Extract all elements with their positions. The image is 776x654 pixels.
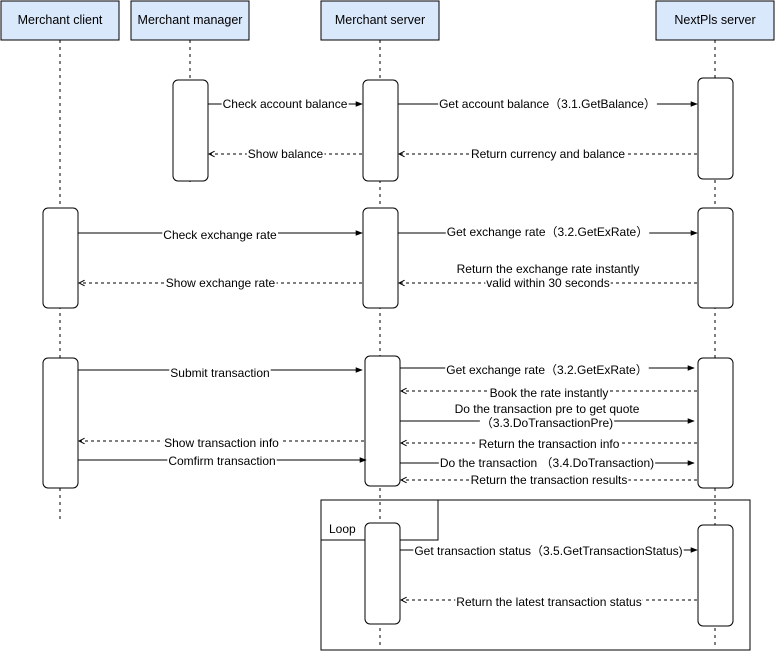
- activation-bar: [364, 355, 401, 487]
- message-sync[interactable]: Get exchange rate（3.2.GetExRate）: [400, 363, 695, 377]
- message-label-bg: [445, 363, 649, 377]
- message-label: Check exchange rate: [163, 228, 277, 242]
- message-label-bg: [477, 437, 621, 451]
- message-label: Do the transaction （3.4.DoTransaction): [440, 456, 654, 470]
- message-return[interactable]: Return the transaction info: [401, 437, 697, 451]
- actors: Merchant client Merchant manager Merchan…: [0, 0, 775, 41]
- message-return[interactable]: Return the exchange rate instantlyvalid …: [399, 262, 697, 290]
- message-label: Get exchange rate（3.2.GetExRate）: [447, 225, 648, 239]
- actor-label-merchant-client: Merchant client: [18, 13, 103, 27]
- message-return[interactable]: Show exchange rate: [79, 276, 362, 290]
- message-label: （3.3.DoTransactionPre): [481, 416, 613, 430]
- message-label-bg: [469, 473, 629, 487]
- message-label: Do the transaction pre to get quote: [455, 402, 640, 416]
- activation-bar: [362, 207, 399, 309]
- message-return[interactable]: Return currency and balance: [399, 147, 697, 161]
- activations: [42, 77, 734, 627]
- activation-bar: [172, 79, 209, 182]
- actor-label-merchant-server: Merchant server: [335, 13, 425, 27]
- actor-label-merchant-manager: Merchant manager: [138, 13, 243, 27]
- message-return[interactable]: Return the transaction results: [401, 473, 697, 487]
- message-label-bg: [164, 276, 277, 290]
- message-label: Submit transaction: [170, 366, 269, 380]
- message-label: Show exchange rate: [166, 276, 276, 290]
- message-label-bg: [469, 147, 627, 161]
- message-label-bg: [169, 366, 271, 380]
- message-label-bg: [453, 402, 641, 416]
- message-label-bg: [479, 416, 615, 430]
- messages: Check account balance Get account balance…: [78, 97, 698, 609]
- message-sync[interactable]: Check account balance: [208, 97, 363, 111]
- message-label-bg: [413, 544, 684, 558]
- message-label: Show transaction info: [164, 436, 279, 450]
- message-sync[interactable]: Submit transaction: [78, 366, 363, 380]
- message-label: Return the transaction results: [471, 473, 628, 487]
- message-sync[interactable]: Get transaction status（3.5.GetTransactio…: [400, 544, 698, 558]
- message-label-bg: [485, 276, 611, 290]
- activation-bar: [42, 357, 79, 489]
- message-sync[interactable]: Do the transaction （3.4.DoTransaction): [400, 456, 695, 470]
- message-label-bg: [163, 436, 281, 450]
- message-label-bg: [445, 225, 650, 239]
- activation-bar: [697, 207, 734, 309]
- activation-bar: [42, 207, 79, 309]
- message-label-bg: [438, 456, 656, 470]
- message-label: Return the exchange rate instantly: [457, 262, 640, 276]
- actor-merchant-client[interactable]: Merchant client: [0, 0, 120, 41]
- message-label-bg: [488, 386, 610, 400]
- activation-bar: [362, 79, 399, 182]
- message-label: Get account balance（3.1.GetBalance）: [439, 97, 656, 111]
- message-label-bg: [438, 97, 657, 111]
- message-label: Book the rate instantly: [490, 386, 609, 400]
- message-sync[interactable]: Get exchange rate（3.2.GetExRate）: [398, 225, 698, 239]
- message-label: Return currency and balance: [471, 147, 625, 161]
- activation-bar: [697, 77, 734, 180]
- actor-nextpls-server[interactable]: NextPls server: [655, 0, 775, 41]
- message-label-bg: [246, 147, 325, 161]
- message-label-bg: [162, 228, 279, 242]
- activation-bar: [697, 357, 734, 489]
- actor-merchant-server[interactable]: Merchant server: [320, 0, 440, 41]
- message-label: Get transaction status（3.5.GetTransactio…: [414, 544, 682, 558]
- message-return[interactable]: Return the latest transaction status: [401, 595, 697, 609]
- message-return[interactable]: Book the rate instantly: [401, 386, 697, 400]
- actor-label-nextpls-server: NextPls server: [674, 13, 755, 27]
- activation-bar: [364, 522, 401, 625]
- message-label-bg: [455, 262, 641, 276]
- message-sync[interactable]: Get account balance（3.1.GetBalance）: [398, 97, 698, 111]
- actor-merchant-manager[interactable]: Merchant manager: [130, 0, 250, 41]
- message-label-bg: [455, 595, 643, 609]
- message-label-bg: [221, 97, 349, 111]
- message-label: Get exchange rate（3.2.GetExRate）: [446, 363, 647, 377]
- activation-bar: [697, 524, 734, 627]
- message-sync[interactable]: Do the transaction pre to get quote（3.3.…: [400, 402, 695, 430]
- message-sync[interactable]: Check exchange rate: [78, 228, 363, 242]
- message-label: Return the latest transaction status: [456, 595, 641, 609]
- message-label-bg: [167, 454, 277, 468]
- message-label: Show balance: [248, 147, 324, 161]
- message-label: valid within 30 seconds: [486, 276, 609, 290]
- message-sync[interactable]: Comfirm transaction: [78, 454, 367, 468]
- message-label: Check account balance: [223, 97, 348, 111]
- message-return[interactable]: Show balance: [209, 147, 362, 161]
- message-label: Return the transaction info: [479, 437, 620, 451]
- message-label: Comfirm transaction: [168, 454, 275, 468]
- loop-frame-label: Loop: [329, 522, 356, 536]
- loop-frame: Loop: [320, 499, 751, 651]
- message-return[interactable]: Show transaction info: [79, 436, 364, 450]
